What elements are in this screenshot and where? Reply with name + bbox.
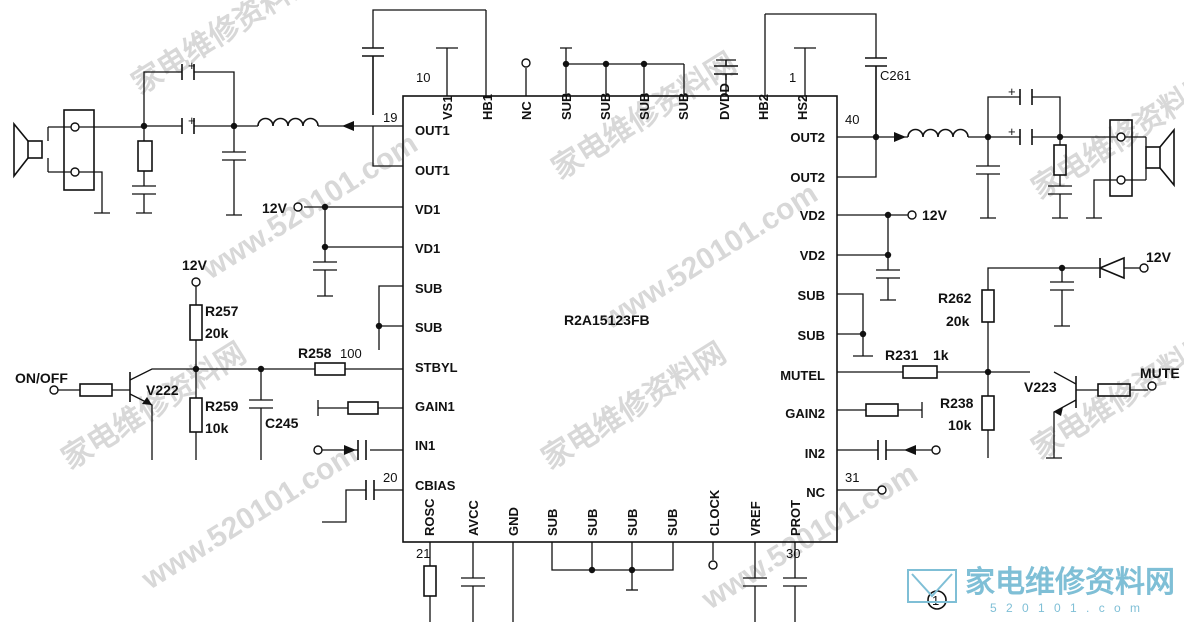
pin-label-clock: CLOCK — [707, 489, 722, 536]
pin-label-mutel: MUTEL — [780, 368, 825, 383]
r259-value: 10k — [205, 420, 229, 436]
pin-label-sub: SUB — [637, 93, 652, 120]
pin-label-sub: SUB — [415, 281, 442, 296]
r238-label: R238 — [940, 395, 974, 411]
label-12v-r257: 12V — [182, 257, 208, 273]
bottom-pin-labels: ROSC AVCC GND SUB SUB SUB SUB CLOCK VREF… — [422, 489, 803, 536]
r258-value: 100 — [340, 346, 362, 361]
pin-label-cbias: CBIAS — [415, 478, 456, 493]
top-wiring: C261 — [362, 9, 911, 137]
pin-label-stbyl: STBYL — [415, 360, 458, 375]
top-pin-labels: VS1 HB1 NC SUB SUB SUB SUB DVDD HB2 HS2 — [440, 83, 810, 120]
r257-label: R257 — [205, 303, 239, 319]
pin-label-vref: VREF — [748, 501, 763, 536]
pin-label-out2: OUT2 — [790, 130, 825, 145]
pin-label-out1: OUT1 — [415, 163, 450, 178]
pin-number-21: 21 — [416, 546, 430, 561]
v223-label: V223 — [1024, 379, 1057, 395]
pin-label-nc: NC — [806, 485, 825, 500]
pin-number-20: 20 — [383, 470, 397, 485]
bottom-wiring — [423, 542, 807, 622]
pin-label-out1: OUT1 — [415, 123, 450, 138]
logo-brand-text: 家电维修资料网 — [965, 565, 1175, 600]
logo-url-text: 5 2 0 1 0 1 . c o m — [990, 601, 1143, 615]
svg-text:+: + — [1008, 124, 1016, 139]
watermark-site: www.520101.com — [695, 457, 923, 617]
r231-label: R231 — [885, 347, 919, 363]
pin-label-vd1: VD1 — [415, 202, 440, 217]
pin-number-40: 40 — [845, 112, 859, 127]
pin-label-vd2: VD2 — [800, 208, 825, 223]
ic-part-number: R2A15123FB — [564, 312, 650, 328]
pin-label-dvdd: DVDD — [717, 83, 732, 120]
label-12v-vd1: 12V — [262, 200, 288, 216]
pin-number-1: 1 — [789, 70, 796, 85]
pin-number-30: 30 — [786, 546, 800, 561]
pin-number-19: 19 — [383, 110, 397, 125]
pin-label-sub: SUB — [665, 509, 680, 536]
pin-label-vd2: VD2 — [800, 248, 825, 263]
v222-label: V222 — [146, 382, 179, 398]
pin-label-sub: SUB — [559, 93, 574, 120]
watermark-site: www.520101.com — [135, 437, 363, 597]
pin-label-vd1: VD1 — [415, 241, 440, 256]
c245-label: C245 — [265, 415, 299, 431]
speaker-icon — [1145, 146, 1161, 169]
pin-number-31: 31 — [845, 470, 859, 485]
svg-text:+: + — [1008, 84, 1016, 99]
watermark-brand: 家电维修资料网 — [1026, 67, 1184, 206]
r257-value: 20k — [205, 325, 229, 341]
watermark-brand: 家电维修资料网 — [126, 0, 322, 101]
r258-label: R258 — [298, 345, 332, 361]
pin-label-hb1: HB1 — [480, 94, 495, 120]
pin-label-hs2: HS2 — [795, 95, 810, 120]
pin-label-in2: IN2 — [805, 446, 825, 461]
right-pin-labels: OUT2 OUT2 VD2 VD2 SUB SUB MUTEL GAIN2 IN… — [780, 130, 825, 500]
pin-label-sub: SUB — [585, 509, 600, 536]
pin-label-avcc: AVCC — [466, 500, 481, 536]
pin-label-sub: SUB — [676, 93, 691, 120]
left-pin-labels: OUT1 OUT1 VD1 VD1 SUB SUB STBYL GAIN1 IN… — [415, 123, 458, 493]
site-logo: 家电维修资料网 5 2 0 1 0 1 . c o m — [907, 565, 1175, 615]
page-marker-number: 1 — [932, 593, 939, 608]
ic-body — [402, 95, 838, 543]
pin-label-nc: NC — [519, 101, 534, 120]
r259-label: R259 — [205, 398, 239, 414]
left-wiring: + + 12V 100 R258 C245 12V — [13, 58, 403, 523]
pin-label-sub: SUB — [798, 288, 825, 303]
pin-label-sub: SUB — [798, 328, 825, 343]
pin-label-vs1: VS1 — [440, 95, 455, 120]
pin-number-10: 10 — [416, 70, 430, 85]
label-12v-diode: 12V — [1146, 249, 1172, 265]
pin-label-sub: SUB — [415, 320, 442, 335]
label-12v-vd2: 12V — [922, 207, 948, 223]
pin-label-in1: IN1 — [415, 438, 435, 453]
c261-label: C261 — [880, 68, 911, 83]
r262-value: 20k — [946, 313, 970, 329]
on-off-label: ON/OFF — [15, 370, 68, 386]
pin-label-hb2: HB2 — [756, 94, 771, 120]
pin-label-gain1: GAIN1 — [415, 399, 455, 414]
svg-text:+: + — [188, 113, 196, 128]
pin-label-sub: SUB — [625, 509, 640, 536]
pin-label-gnd: GND — [506, 507, 521, 536]
pin-label-sub: SUB — [598, 93, 613, 120]
nc-terminal — [521, 58, 531, 68]
watermark-brand: 家电维修资料网 — [536, 337, 732, 476]
r231-value: 1k — [933, 347, 949, 363]
pin-label-rosc: ROSC — [422, 498, 437, 536]
svg-text:+: + — [188, 58, 196, 73]
speaker-icon — [27, 140, 43, 159]
r262-label: R262 — [938, 290, 972, 306]
pin-label-gain2: GAIN2 — [785, 406, 825, 421]
r238-value: 10k — [948, 417, 972, 433]
pin-label-sub: SUB — [545, 509, 560, 536]
pin-label-prot: PROT — [788, 500, 803, 536]
mute-label: MUTE — [1140, 365, 1180, 381]
right-wiring: + + 12V R231 1k R262 20k — [837, 84, 1180, 495]
pin-label-out2: OUT2 — [790, 170, 825, 185]
